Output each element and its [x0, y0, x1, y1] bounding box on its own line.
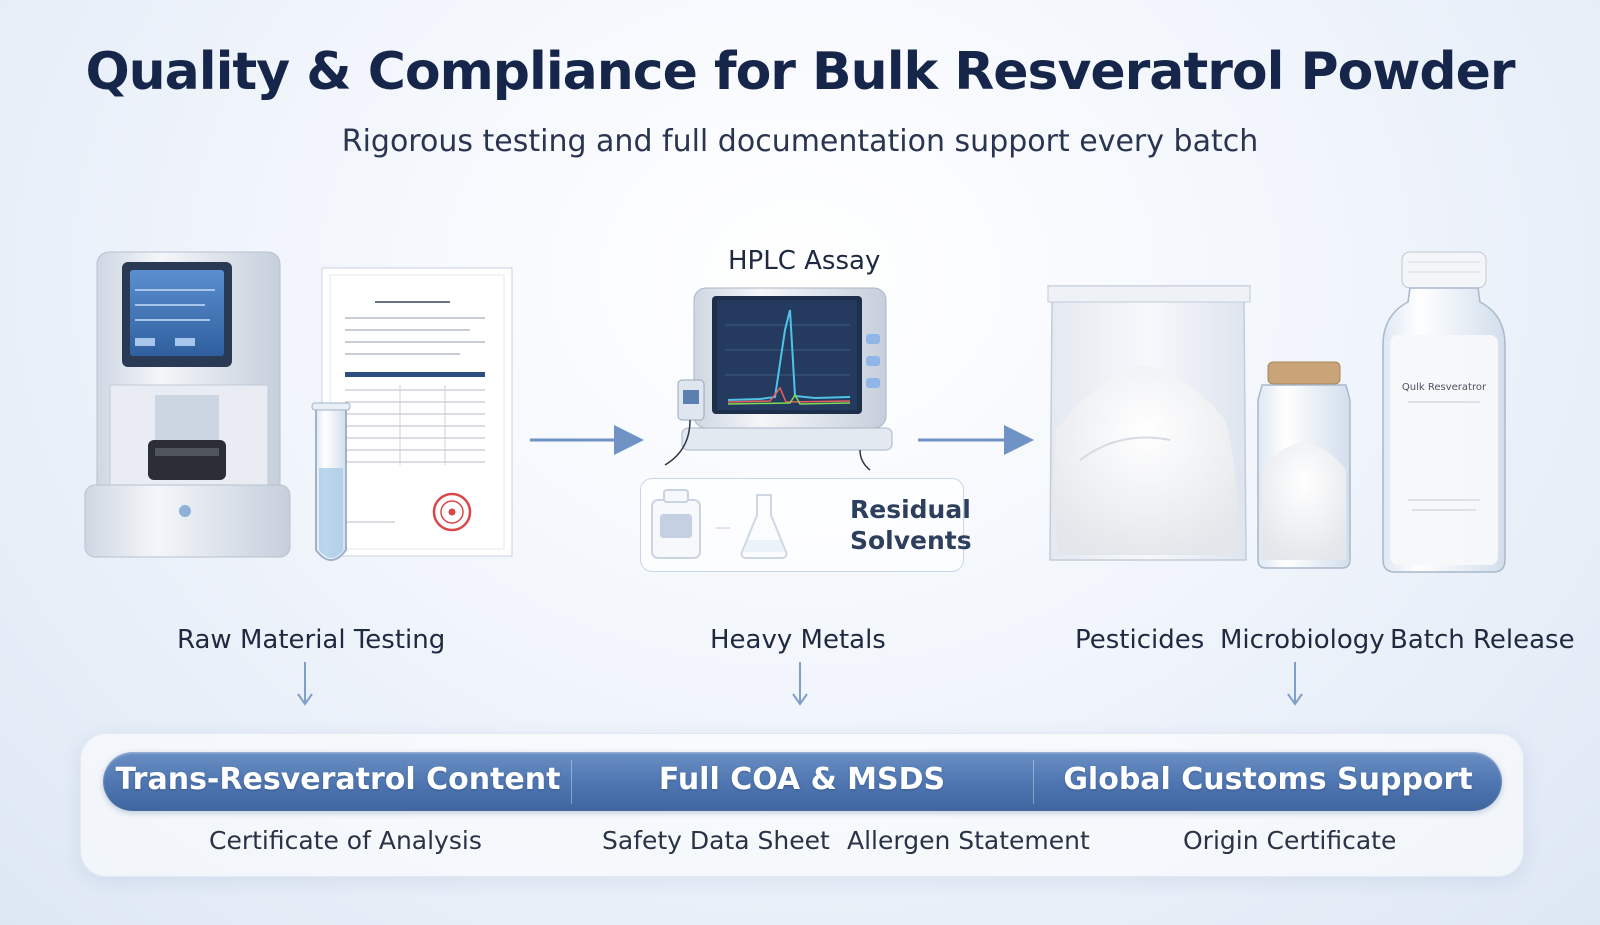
doc-allergen-statement: Allergen Statement: [847, 826, 1090, 855]
testing-machine-illustration: [84, 251, 291, 558]
label-residual-solvents: Residual Solvents: [850, 494, 972, 556]
doc-safety-data-sheet: Safety Data Sheet: [602, 826, 830, 855]
glass-jar-illustration: [1257, 361, 1351, 569]
pillars-banner: [103, 752, 1502, 811]
residual-solvents-line-2: Solvents: [850, 526, 972, 555]
page-title: Quality & Compliance for Bulk Resveratro…: [85, 42, 1515, 102]
page-subtitle: Rigorous testing and full documentation …: [341, 124, 1259, 159]
doc-certificate-of-analysis: Certificate of Analysis: [209, 826, 482, 855]
label-hplc-assay: HPLC Assay: [728, 246, 881, 276]
sample-bottle-illustration: Qulk Resveratror: [1382, 251, 1506, 573]
doc-origin-certificate: Origin Certificate: [1183, 826, 1397, 855]
hplc-instrument-illustration: [664, 287, 893, 471]
pillar-divider-2: [1033, 760, 1034, 804]
label-raw-material-testing: Raw Material Testing: [177, 625, 446, 655]
pillar-trans-resveratrol-content: Trans-Resveratrol Content: [115, 762, 561, 797]
bottle-label-text: Qulk Resveratror: [1402, 382, 1487, 393]
powder-bag-illustration: [1047, 285, 1252, 561]
residual-solvents-panel: [640, 478, 964, 572]
pillar-global-customs-support: Global Customs Support: [1063, 762, 1473, 797]
label-microbiology: Microbiology: [1220, 625, 1385, 655]
test-tube-illustration: [311, 402, 351, 561]
coa-document-illustration: [321, 267, 513, 557]
label-heavy-metals: Heavy Metals: [710, 625, 886, 655]
label-pesticides: Pesticides: [1075, 625, 1205, 655]
residual-solvents-line-1: Residual: [850, 495, 971, 524]
label-batch-release: Batch Release: [1390, 625, 1575, 655]
pillar-divider-1: [571, 760, 572, 804]
pillar-full-coa-msds: Full COA & MSDS: [658, 762, 946, 797]
